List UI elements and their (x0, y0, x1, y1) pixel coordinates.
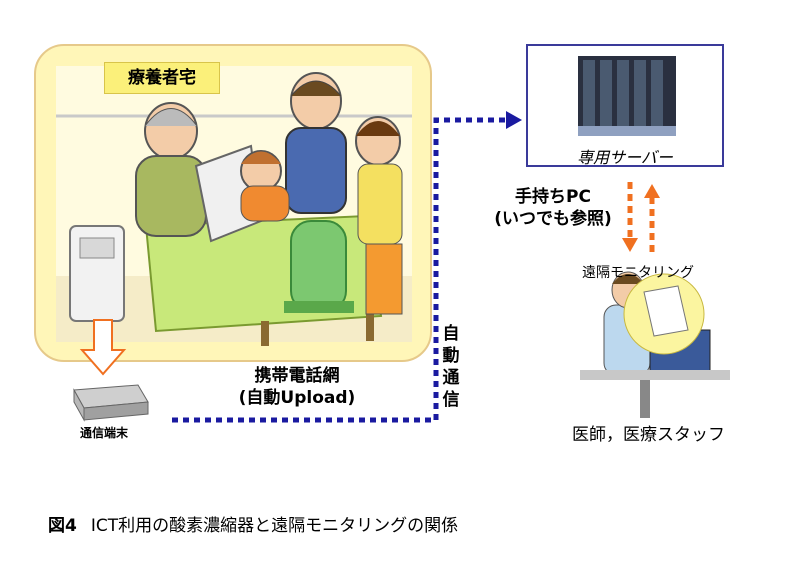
network-line2: (自動Upload) (238, 388, 356, 408)
auto-char-1: 自 (442, 324, 460, 344)
handheld-pc-label: 手持ちPC (いつでも参照) (488, 186, 618, 230)
dotted-connection-line (172, 117, 512, 423)
auto-char-2: 動 (442, 346, 460, 366)
communication-terminal-icon (73, 384, 149, 422)
handheld-pc-line2: (いつでも参照) (494, 209, 612, 229)
auto-char-4: 信 (442, 390, 460, 410)
server-rack-image (578, 56, 676, 136)
remote-monitoring-label: 遠隔モニタリング (582, 265, 694, 281)
down-arrow-to-terminal (79, 319, 127, 376)
handheld-pc-line1: 手持ちPC (515, 187, 591, 207)
home-panel (34, 44, 432, 362)
staff-label: 医師，医療スタッフ (572, 425, 725, 445)
network-label: 携帯電話網 (自動Upload) (222, 365, 372, 409)
home-label: 療養者宅 (104, 62, 220, 94)
auto-char-3: 通 (442, 368, 460, 388)
figure-number: 図4 (48, 516, 77, 536)
family-illustration (56, 66, 412, 346)
arrow-to-server (506, 111, 522, 129)
figure-caption: 図4 ICT利用の酸素濃縮器と遠隔モニタリングの関係 (48, 511, 458, 536)
terminal-label: 通信端末 (79, 426, 128, 440)
auto-communication-label: 自 動 通 信 (440, 323, 462, 411)
network-line1: 携帯電話網 (254, 366, 340, 386)
report-document-icon (643, 285, 689, 337)
server-caption: 専用サーバー (577, 148, 673, 167)
figure-caption-text: ICT利用の酸素濃縮器と遠隔モニタリングの関係 (90, 516, 459, 536)
server-box (526, 44, 724, 167)
